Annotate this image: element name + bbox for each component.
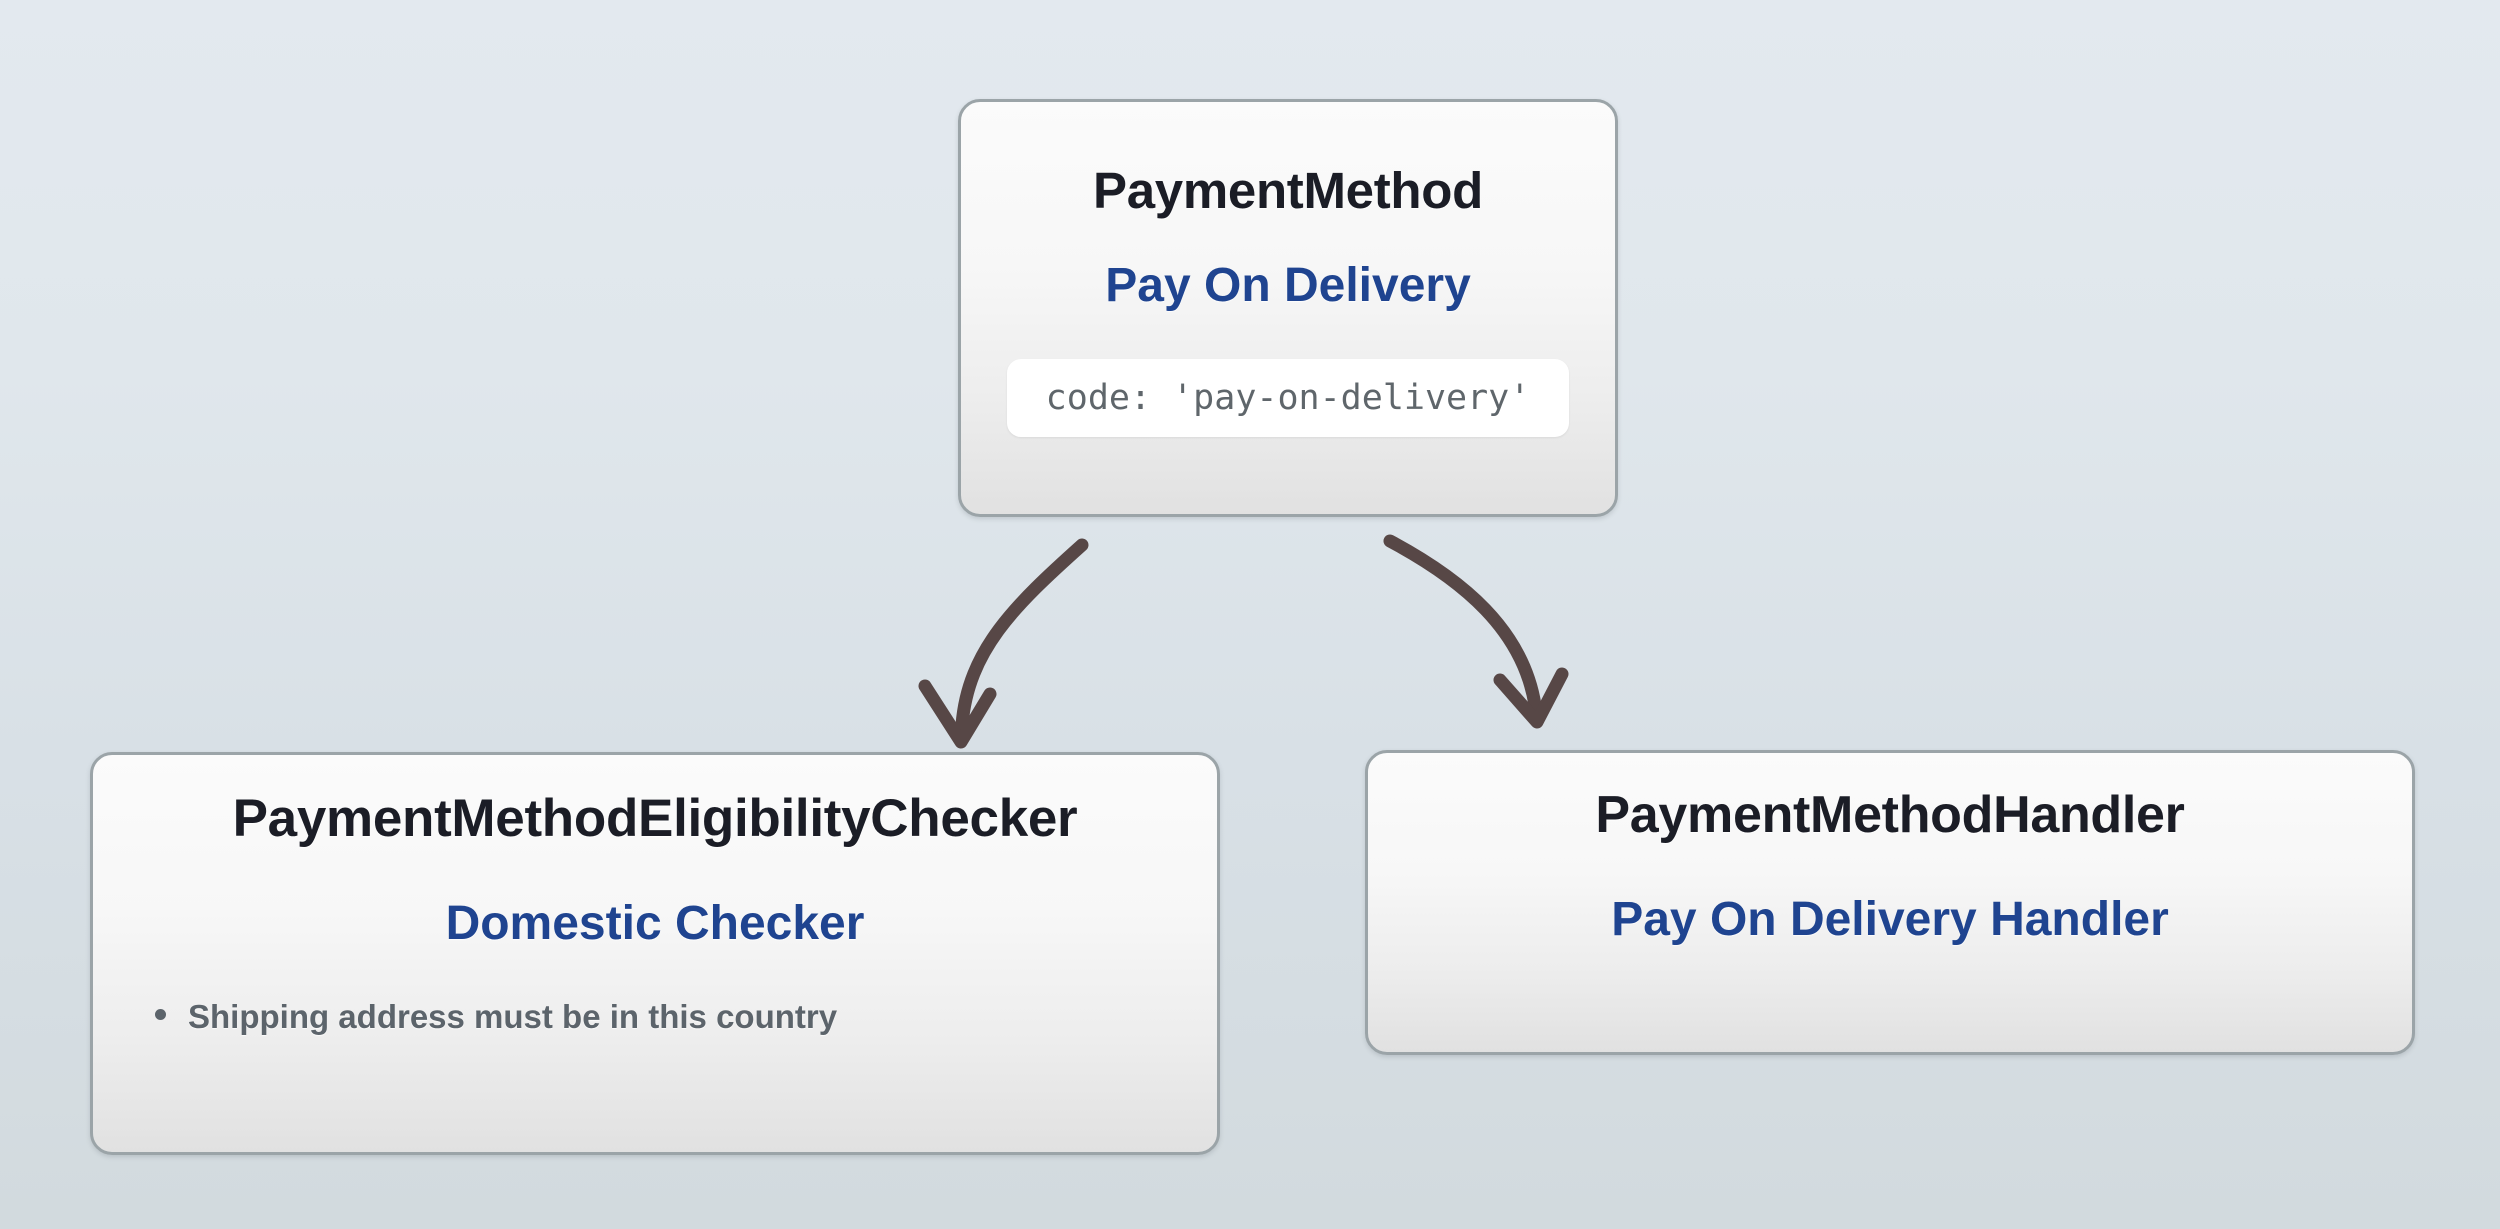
edge-to-eligibility-checker [918,538,1089,749]
eligibility-rule-list: Shipping address must be in this country [93,997,1217,1037]
bullet-dot-icon [155,1009,166,1021]
node-name-label: Pay On Delivery Handler [1611,892,2169,946]
code-box: code: 'pay-on-delivery' [1007,358,1569,437]
eligibility-rule-text: Shipping address must be in this country [188,998,838,1036]
node-name-label: Pay On Delivery [1105,258,1471,312]
node-type-label: PaymentMethod [1093,162,1483,219]
node-payment-handler[interactable]: PaymentMethodHandler Pay On Delivery Han… [1365,750,2415,1055]
node-type-label: PaymentMethodEligibilityChecker [232,789,1078,848]
arrowhead-open-v [1493,667,1569,729]
code-text: code: 'pay-on-delivery' [1045,377,1531,418]
edge-curve [1383,534,1542,712]
arrowhead-open-v [918,679,997,749]
list-item: Shipping address must be in this country [155,997,1217,1037]
node-payment-method[interactable]: PaymentMethod Pay On Delivery code: 'pay… [958,99,1618,517]
node-eligibility-checker[interactable]: PaymentMethodEligibilityChecker Domestic… [90,752,1220,1155]
edge-to-payment-handler [1383,534,1569,729]
node-name-label: Domestic Checker [445,896,865,950]
node-type-label: PaymentMethodHandler [1595,786,2185,844]
edge-curve [955,538,1089,732]
